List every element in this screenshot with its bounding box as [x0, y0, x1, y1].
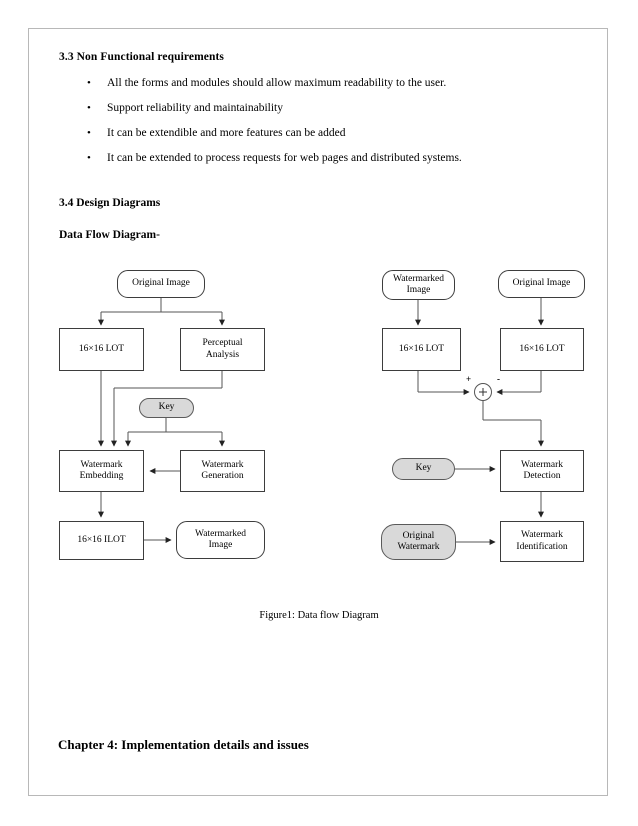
bullet-icon: •: [87, 127, 91, 139]
list-item-text: It can be extendible and more features c…: [107, 127, 346, 139]
non-functional-requirements-list: • All the forms and modules should allow…: [59, 77, 579, 165]
document-page: 3.3 Non Functional requirements • All th…: [28, 28, 608, 796]
document-content: 3.3 Non Functional requirements • All th…: [59, 51, 579, 241]
list-item: • All the forms and modules should allow…: [59, 77, 579, 90]
list-item-text: All the forms and modules should allow m…: [107, 77, 447, 89]
section-heading-3-4: 3.4 Design Diagrams: [59, 197, 161, 209]
list-item: • Support reliability and maintainabilit…: [59, 102, 579, 115]
bullet-icon: •: [87, 152, 91, 164]
section-heading-3-3: 3.3 Non Functional requirements: [59, 51, 224, 63]
bullet-icon: •: [87, 102, 91, 114]
list-item-text: It can be extended to process requests f…: [107, 152, 462, 164]
list-item: • It can be extended to process requests…: [59, 152, 579, 165]
spacer: [59, 177, 579, 197]
list-item-text: Support reliability and maintainability: [107, 102, 283, 114]
list-item: • It can be extendible and more features…: [59, 127, 579, 140]
data-flow-diagram-subheading: Data Flow Diagram-: [59, 229, 160, 241]
bullet-icon: •: [87, 77, 91, 89]
